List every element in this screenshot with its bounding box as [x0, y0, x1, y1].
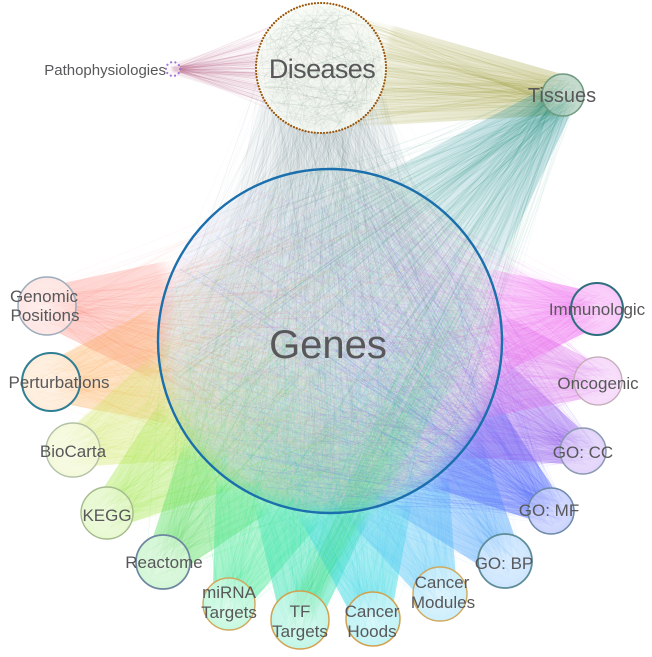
svg-text:Modules: Modules: [411, 593, 475, 612]
svg-text:Immunologic: Immunologic: [549, 300, 646, 319]
svg-text:Pathophysiologies: Pathophysiologies: [44, 62, 166, 79]
svg-text:Oncogenic: Oncogenic: [557, 374, 639, 393]
svg-text:Targets: Targets: [201, 603, 257, 622]
svg-text:GO: MF: GO: MF: [519, 501, 579, 520]
svg-text:GO: CC: GO: CC: [553, 443, 613, 462]
svg-text:Hoods: Hoods: [347, 622, 396, 641]
svg-text:TF: TF: [290, 602, 311, 621]
svg-text:Targets: Targets: [272, 622, 328, 641]
svg-text:Positions: Positions: [11, 306, 80, 325]
svg-text:BioCarta: BioCarta: [40, 442, 107, 461]
svg-text:Reactome: Reactome: [125, 553, 202, 572]
svg-text:Diseases: Diseases: [269, 54, 375, 84]
svg-text:Genomic: Genomic: [10, 287, 79, 306]
svg-text:GO: BP: GO: BP: [475, 554, 534, 573]
svg-text:Perturbations: Perturbations: [8, 373, 109, 392]
svg-text:Cancer: Cancer: [415, 573, 470, 592]
svg-text:Genes: Genes: [269, 323, 387, 367]
svg-text:Tissues: Tissues: [528, 85, 596, 107]
svg-text:KEGG: KEGG: [82, 506, 131, 525]
svg-text:Cancer: Cancer: [345, 602, 400, 621]
svg-text:miRNA: miRNA: [202, 583, 256, 602]
